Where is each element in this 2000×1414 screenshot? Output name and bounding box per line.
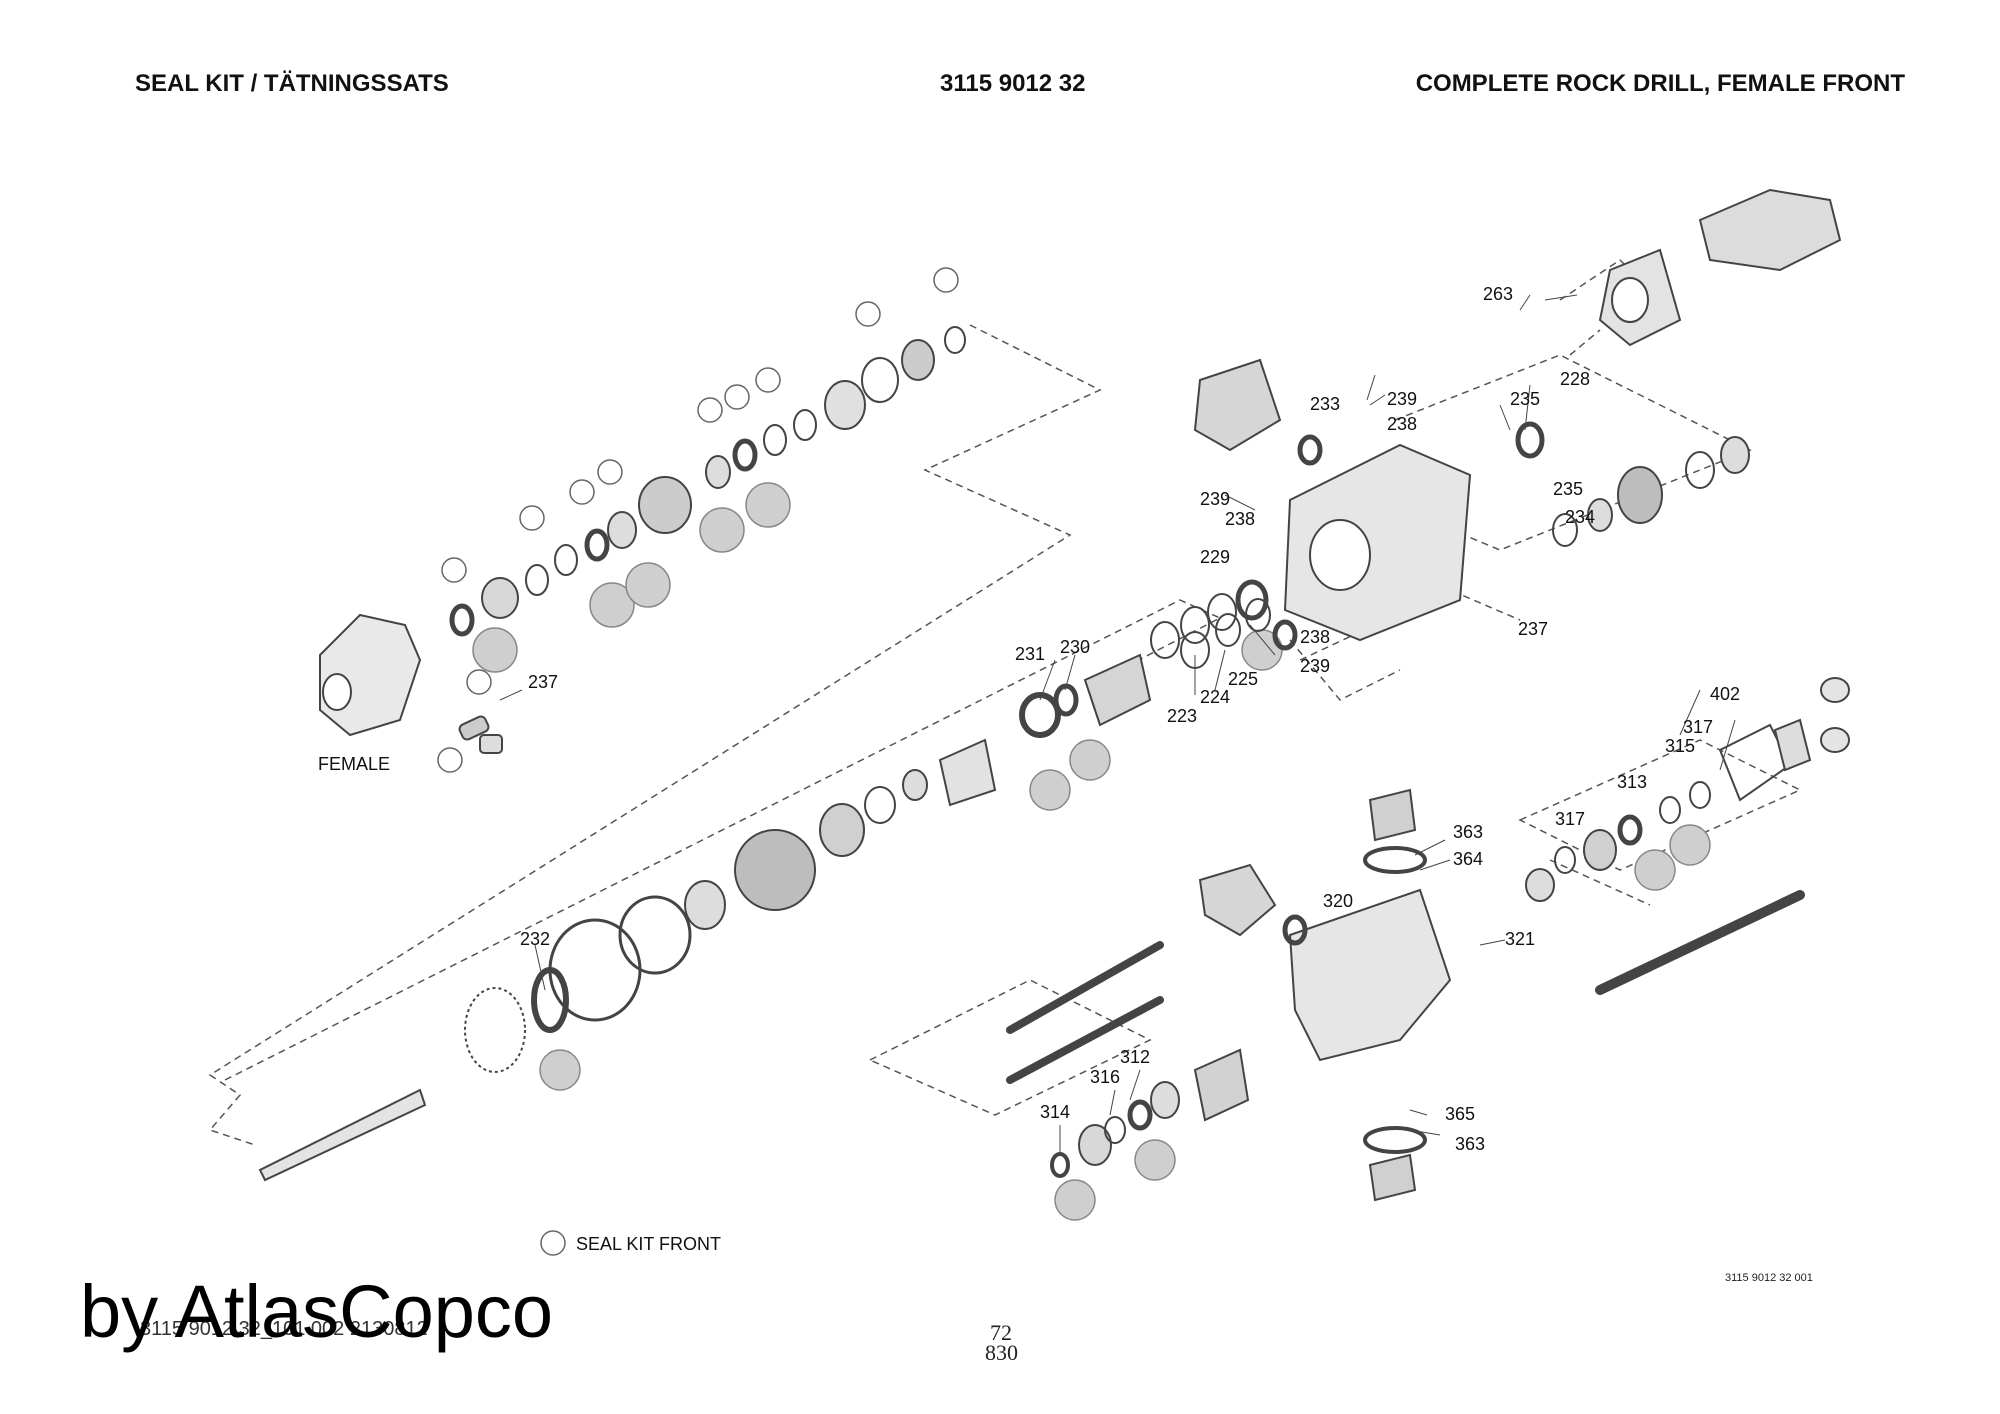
page-sub-number: 830 <box>985 1340 1018 1365</box>
callout-224: 224 <box>1200 687 1230 707</box>
callout-233: 233 <box>1310 394 1340 414</box>
callout-230: 230 <box>1060 637 1090 657</box>
callout-314: 314 <box>1040 1102 1070 1122</box>
callout-237: 237 <box>1518 619 1548 639</box>
callout-238: 238 <box>1225 509 1255 529</box>
callout-231: 231 <box>1015 644 1045 664</box>
callout-312: 312 <box>1120 1047 1150 1067</box>
callout-235: 235 <box>1510 389 1540 409</box>
part-shapes <box>258 188 1850 1221</box>
legend-circle-icon <box>540 1230 566 1256</box>
valve-rods <box>1006 890 1805 1084</box>
callout-239: 239 <box>1200 489 1230 509</box>
callout-263: 263 <box>1483 284 1513 304</box>
rear-housing <box>1180 358 1472 669</box>
callout-364: 364 <box>1453 849 1483 869</box>
callout-316: 316 <box>1090 1067 1120 1087</box>
callout-317: 317 <box>1555 809 1585 829</box>
callout-363: 363 <box>1453 822 1483 842</box>
header-part-number: 3115 9012 32 <box>940 70 1086 97</box>
callout-229: 229 <box>1200 547 1230 567</box>
valve-housing <box>1198 788 1452 1202</box>
right-valve-seals <box>1525 677 1850 902</box>
callout-leader-lines <box>499 294 1736 1155</box>
callout-365: 365 <box>1445 1104 1475 1124</box>
callout-239: 239 <box>1300 656 1330 676</box>
header-right-title: COMPLETE ROCK DRILL, FEMALE FRONT <box>1415 70 1905 97</box>
callout-labels: 263 228 235 233 239 238 239 238 235 234 … <box>520 284 1740 1154</box>
callout-239: 239 <box>1387 389 1417 409</box>
page-number: 72 <box>990 1320 1012 1345</box>
figure-id: 3115 9012 32 001 <box>1725 1272 1813 1284</box>
watermark: by AtlasCopco <box>80 1270 554 1353</box>
front-seal-series-upper <box>449 326 966 637</box>
callout-317: 317 <box>1683 717 1713 737</box>
main-drive-parts <box>258 579 1283 1182</box>
rear-gear-and-bushings <box>1515 421 1750 547</box>
female-label: FEMALE <box>318 754 390 774</box>
legend-label: SEAL KIT FRONT <box>576 1234 721 1254</box>
callout-238: 238 <box>1387 414 1417 434</box>
callout-232: 232 <box>520 929 550 949</box>
front-housing-female <box>319 613 503 754</box>
callout-228: 228 <box>1560 369 1590 389</box>
callout-320: 320 <box>1323 891 1353 911</box>
assembly-dashed-guides <box>208 259 1802 1146</box>
callout-313: 313 <box>1617 772 1647 792</box>
callout-402: 402 <box>1710 684 1740 704</box>
document-id: 3115 9012 32_101 002 2130812 <box>140 1318 428 1340</box>
callout-315: 315 <box>1665 736 1695 756</box>
callout-223: 223 <box>1167 706 1197 726</box>
legend: SEAL KIT FRONT <box>540 1230 721 1256</box>
callout-238: 238 <box>1300 627 1330 647</box>
callout-235: 235 <box>1553 479 1583 499</box>
callout-225: 225 <box>1228 669 1258 689</box>
callout-237: 237 <box>528 672 558 692</box>
callout-363: 363 <box>1455 1134 1485 1154</box>
callout-321: 321 <box>1505 929 1535 949</box>
rotation-motor <box>1598 188 1842 347</box>
seal-profile-icons-upper <box>472 482 791 673</box>
front-callout-circles <box>437 267 959 773</box>
lower-valve-seals <box>1050 1048 1250 1221</box>
callout-234: 234 <box>1565 507 1595 527</box>
header-left-title: SEAL KIT / TÄTNINGSSATS <box>135 70 449 97</box>
